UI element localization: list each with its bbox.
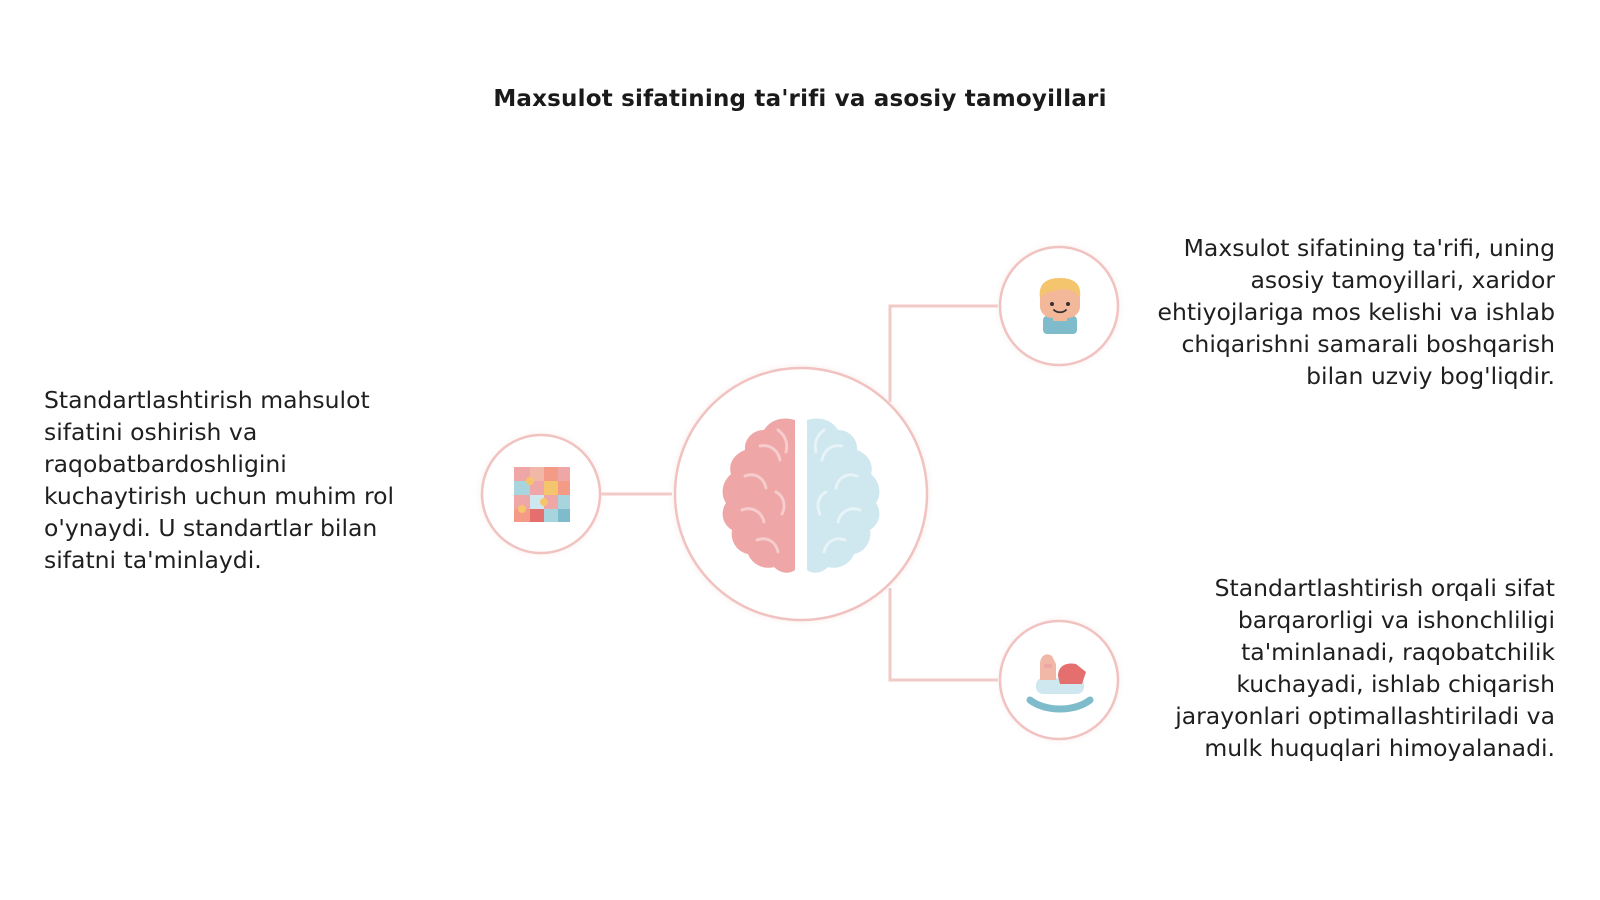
bottom-right-node — [998, 619, 1120, 741]
bottom-right-node-text: Standartlashtirish orqali sifat barqaror… — [1175, 574, 1555, 762]
puzzle-icon — [514, 467, 570, 522]
left-node-text: Standartlashtirish mahsulot sifatini osh… — [44, 386, 395, 574]
page-title: Maxsulot sifatining ta'rifi va asosiy ta… — [493, 86, 1107, 112]
connector-bottom-right — [888, 588, 998, 682]
top-right-node-text: Maxsulot sifatining ta'rifi, uning asosi… — [1157, 234, 1555, 390]
left-node — [480, 433, 602, 555]
center-node — [673, 366, 929, 622]
rocking-horse-icon — [1026, 654, 1094, 713]
customer-icon — [1039, 278, 1081, 334]
top-right-node — [998, 245, 1120, 367]
connector-top-right — [888, 304, 998, 402]
brain-icon — [722, 418, 880, 573]
